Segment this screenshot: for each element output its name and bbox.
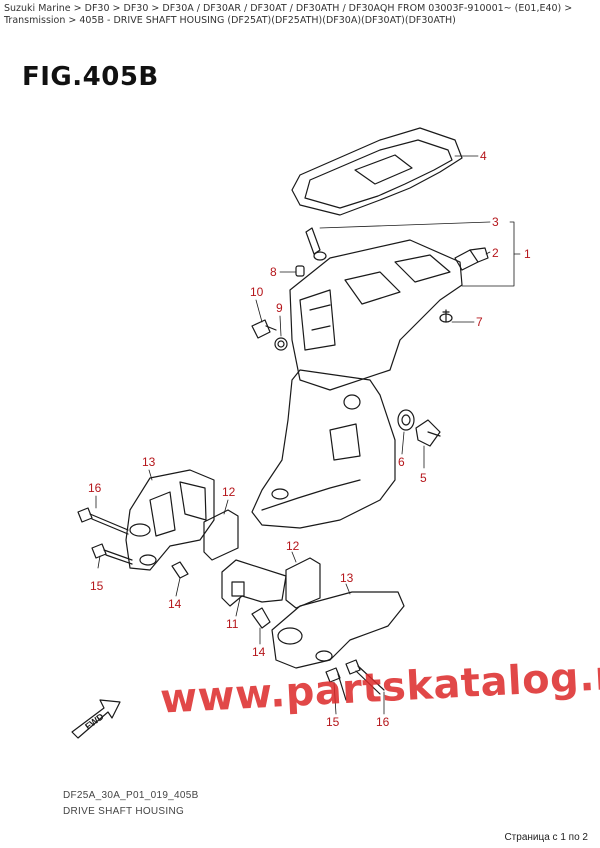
plug-part (454, 247, 489, 271)
callout-10: 10 (250, 285, 264, 299)
callout-14-right: 14 (252, 645, 266, 659)
callout-3: 3 (492, 215, 499, 229)
callout-1: 1 (524, 247, 531, 261)
page-indicator: Страница с 1 по 2 (504, 832, 588, 843)
callout-7: 7 (476, 315, 483, 329)
drive-shaft-housing-part (251, 369, 396, 529)
callout-6: 6 (398, 455, 405, 469)
pin-8-part (295, 265, 305, 277)
callout-4: 4 (480, 149, 487, 163)
callout-12-upper: 12 (222, 485, 236, 499)
callout-11: 11 (226, 617, 239, 631)
bolt-7-part (439, 309, 453, 323)
callout-13-upper: 13 (142, 455, 156, 469)
leader-lines (95, 155, 521, 715)
pin-14-right-part (251, 607, 271, 629)
figure-title: FIG.405B (22, 62, 159, 92)
callout-15-right: 15 (326, 715, 340, 729)
callout-14-left: 14 (168, 597, 182, 611)
gasket-part (291, 127, 463, 216)
washer-9-part (274, 337, 288, 351)
lower-bracket-11-part (221, 559, 287, 607)
bolt-10-part (251, 319, 277, 339)
pin-14-left-part (171, 561, 189, 579)
seal-6-part (397, 409, 415, 431)
callout-9: 9 (276, 301, 283, 315)
mount-bracket-right-part (271, 591, 405, 669)
callout-16-right: 16 (376, 715, 390, 729)
callout-2: 2 (492, 246, 499, 260)
callout-5: 5 (420, 471, 427, 485)
upper-housing-part (289, 239, 463, 391)
figure-caption: DRIVE SHAFT HOUSING (63, 806, 185, 817)
breadcrumb: Suzuki Marine > DF30 > DF30 > DF30A / DF… (4, 3, 573, 26)
callout-16-left: 16 (88, 481, 102, 495)
pin-part (305, 227, 327, 261)
rubber-mount-12a-part (203, 509, 239, 561)
drain-plug-5-part (415, 419, 441, 447)
callout-13-lower: 13 (340, 571, 354, 585)
mount-bracket-left-part (125, 469, 215, 571)
bolt-15-left-part (91, 543, 133, 565)
bolt-15-right-part (325, 667, 347, 701)
callout-12-lower: 12 (286, 539, 300, 553)
rubber-mount-12b-part (285, 557, 321, 609)
bolt-16-left-part (77, 507, 129, 535)
bolt-16-right-part (345, 659, 385, 695)
fwd-arrow-icon (71, 699, 121, 739)
callout-8: 8 (270, 265, 277, 279)
figure-code: DF25A_30A_P01_019_405B (63, 790, 199, 801)
callout-15-left: 15 (90, 579, 104, 593)
